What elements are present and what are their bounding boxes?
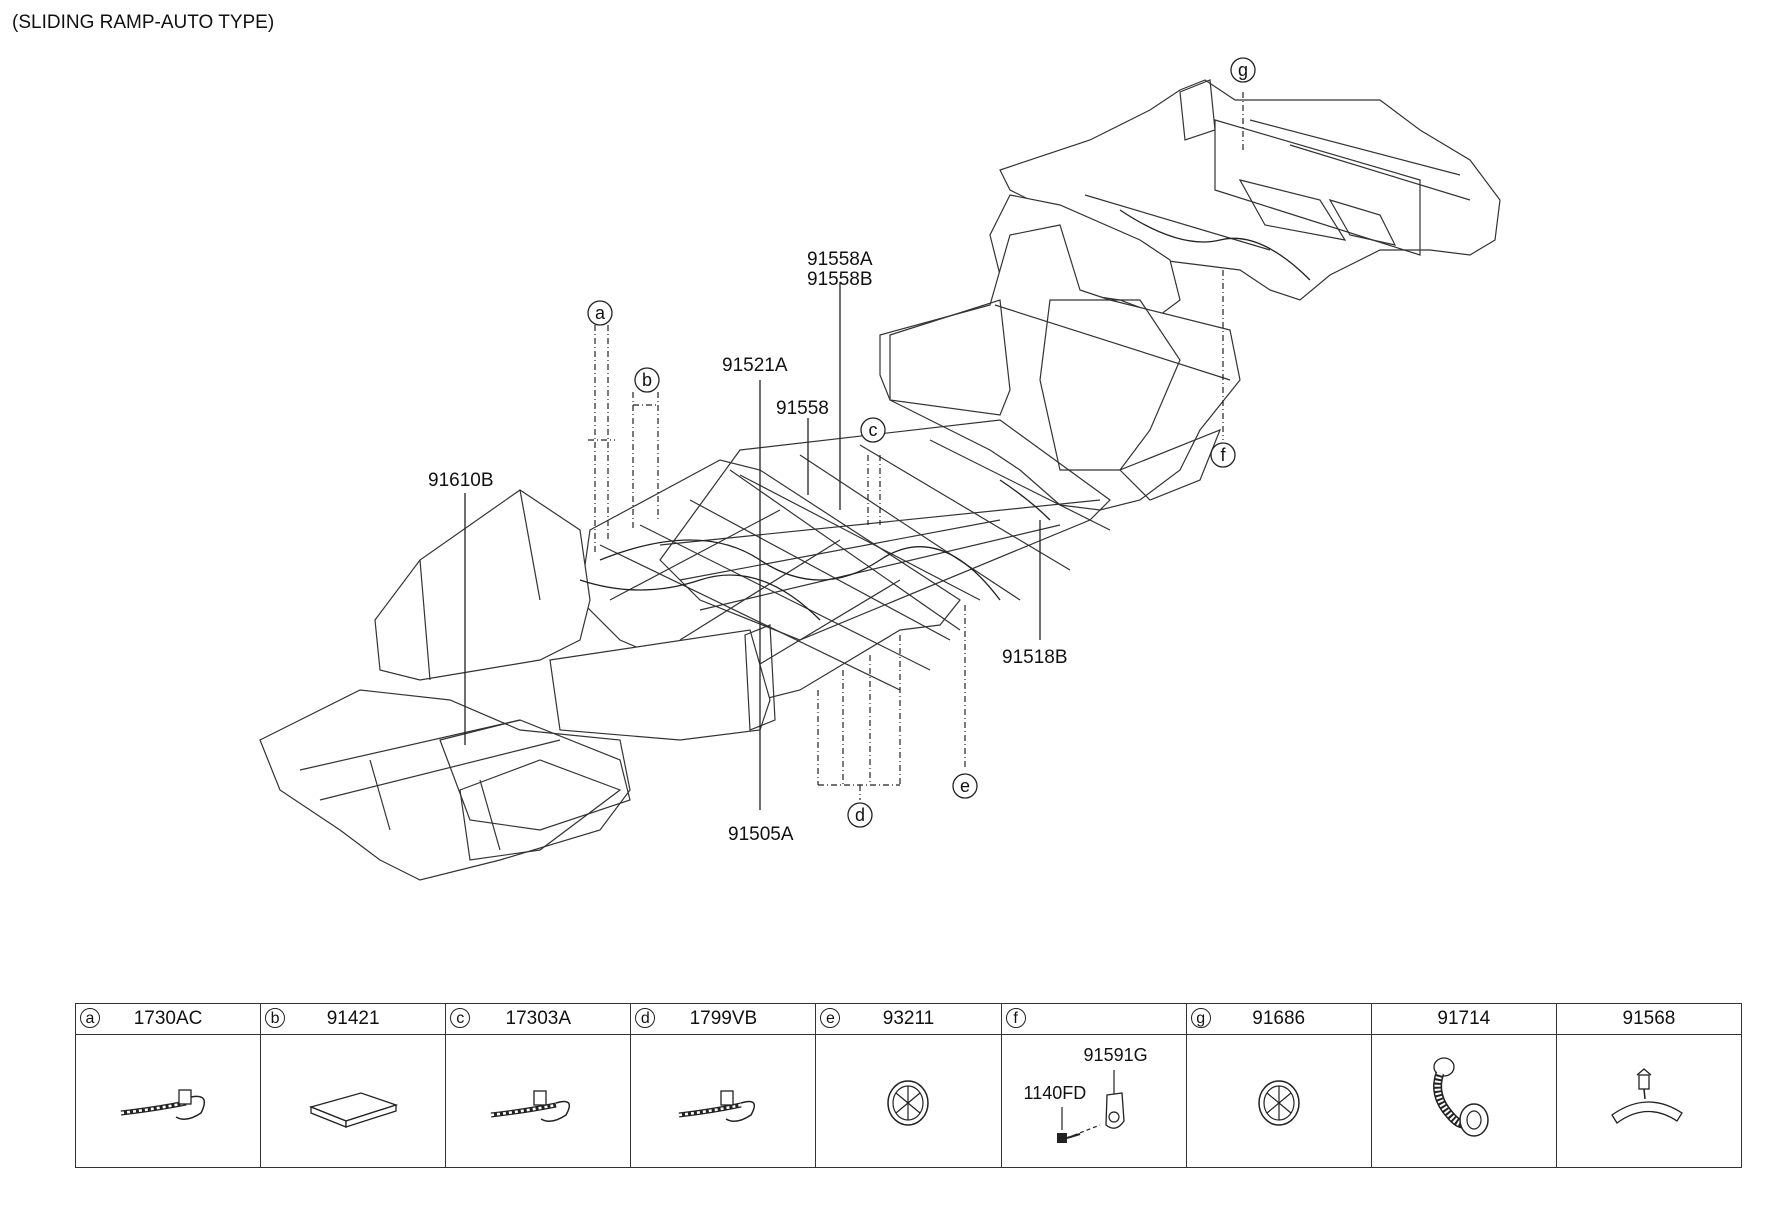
cable-tie-icon [679, 1090, 756, 1122]
cable-tie-icon [490, 1090, 571, 1122]
legend-icon-e [815, 1034, 1002, 1168]
legend-icon-91568 [1555, 1034, 1743, 1168]
label-91518B: 91518B [1002, 647, 1068, 668]
svg-text:f: f [1220, 445, 1226, 465]
legend-key-circle: g [1190, 1008, 1211, 1028]
svg-text:c: c [869, 420, 878, 440]
legend-part-number: 91421 [326, 1008, 380, 1029]
callout-b: b [634, 367, 660, 393]
legend-icon-a [74, 1034, 262, 1168]
label-91610B: 91610B [428, 470, 494, 491]
vehicle-floor-wiring-diagram: a b c d e f g 91558A 91558B 91521A [259, 57, 1501, 881]
legend-part-number: 91686 [1252, 1008, 1306, 1029]
legend-header-91714: 91714 [1370, 1003, 1557, 1035]
callout-markers: a b c d e f g [587, 57, 1256, 828]
callout-a: a [587, 300, 613, 326]
callout-e: e [952, 773, 978, 799]
legend-part-number: 1730AC [133, 1008, 203, 1029]
parts-legend-table: a 1730AC b 91421 c 17303A d 1799VB e 932… [74, 1003, 1743, 1168]
svg-text:d: d [855, 805, 865, 825]
svg-text:g: g [1238, 60, 1248, 80]
legend-icon-row: 91591G 1140FD [74, 1034, 1743, 1168]
legend-header-d: d 1799VB [630, 1003, 817, 1035]
legend-header-a: a 1730AC [74, 1003, 262, 1035]
callout-c: c [860, 417, 886, 443]
leader-lines [464, 92, 1244, 810]
legend-header-91568: 91568 [1555, 1003, 1743, 1035]
callout-f: f [1210, 442, 1236, 468]
legend-part-number: 17303A [505, 1008, 572, 1029]
sub-part-91591G: 91591G [1083, 1045, 1148, 1065]
sub-part-1140FD: 1140FD [1023, 1083, 1087, 1103]
legend-icon-b [260, 1034, 447, 1168]
legend-header-g: g 91686 [1185, 1003, 1372, 1035]
legend-part-number: 91714 [1437, 1008, 1491, 1029]
svg-text:e: e [960, 776, 970, 796]
legend-header-row: a 1730AC b 91421 c 17303A d 1799VB e 932… [74, 1003, 1743, 1035]
clip-icon [1610, 1068, 1683, 1124]
legend-part-number: 93211 [882, 1008, 935, 1029]
legend-key-circle: b [265, 1008, 286, 1028]
label-91558A: 91558A [807, 249, 873, 270]
legend-key-circle: f [1005, 1008, 1026, 1028]
label-91505A: 91505A [728, 824, 794, 845]
callout-g: g [1230, 57, 1256, 83]
grommet-icon [887, 1080, 930, 1126]
legend-key-circle: a [80, 1008, 100, 1028]
label-91521A: 91521A [722, 355, 788, 376]
pad-icon [309, 1092, 399, 1128]
legend-icon-d [630, 1034, 817, 1168]
legend-icon-91714 [1370, 1034, 1557, 1168]
svg-text:a: a [595, 303, 606, 323]
legend-key-circle: c [450, 1008, 471, 1028]
bracket-bolt-icon [1056, 1070, 1125, 1143]
legend-part-number: 1799VB [689, 1008, 758, 1029]
part-number-labels: 91558A 91558B 91521A 91558 91610B 91518B… [428, 249, 1068, 845]
label-91558B: 91558B [807, 269, 873, 290]
cable-tie-icon [120, 1089, 206, 1120]
legend-icon-c [445, 1034, 632, 1168]
diagram-title: (SLIDING RAMP-AUTO TYPE) [12, 12, 275, 33]
legend-header-e: e 93211 [815, 1003, 1002, 1035]
legend-icon-f: 91591G 1140FD [1000, 1034, 1187, 1168]
legend-part-number: 91568 [1622, 1008, 1676, 1029]
label-91558: 91558 [776, 398, 829, 419]
callout-d: d [847, 802, 873, 828]
hose-grommet-icon [1432, 1057, 1489, 1137]
legend-header-f: f [1000, 1003, 1187, 1035]
legend-key-circle: e [820, 1008, 841, 1028]
grommet-icon [1257, 1080, 1300, 1126]
svg-text:b: b [642, 370, 652, 390]
legend-icon-g [1185, 1034, 1372, 1168]
legend-header-b: b 91421 [260, 1003, 447, 1035]
legend-header-c: c 17303A [445, 1003, 632, 1035]
legend-key-circle: d [635, 1008, 656, 1028]
